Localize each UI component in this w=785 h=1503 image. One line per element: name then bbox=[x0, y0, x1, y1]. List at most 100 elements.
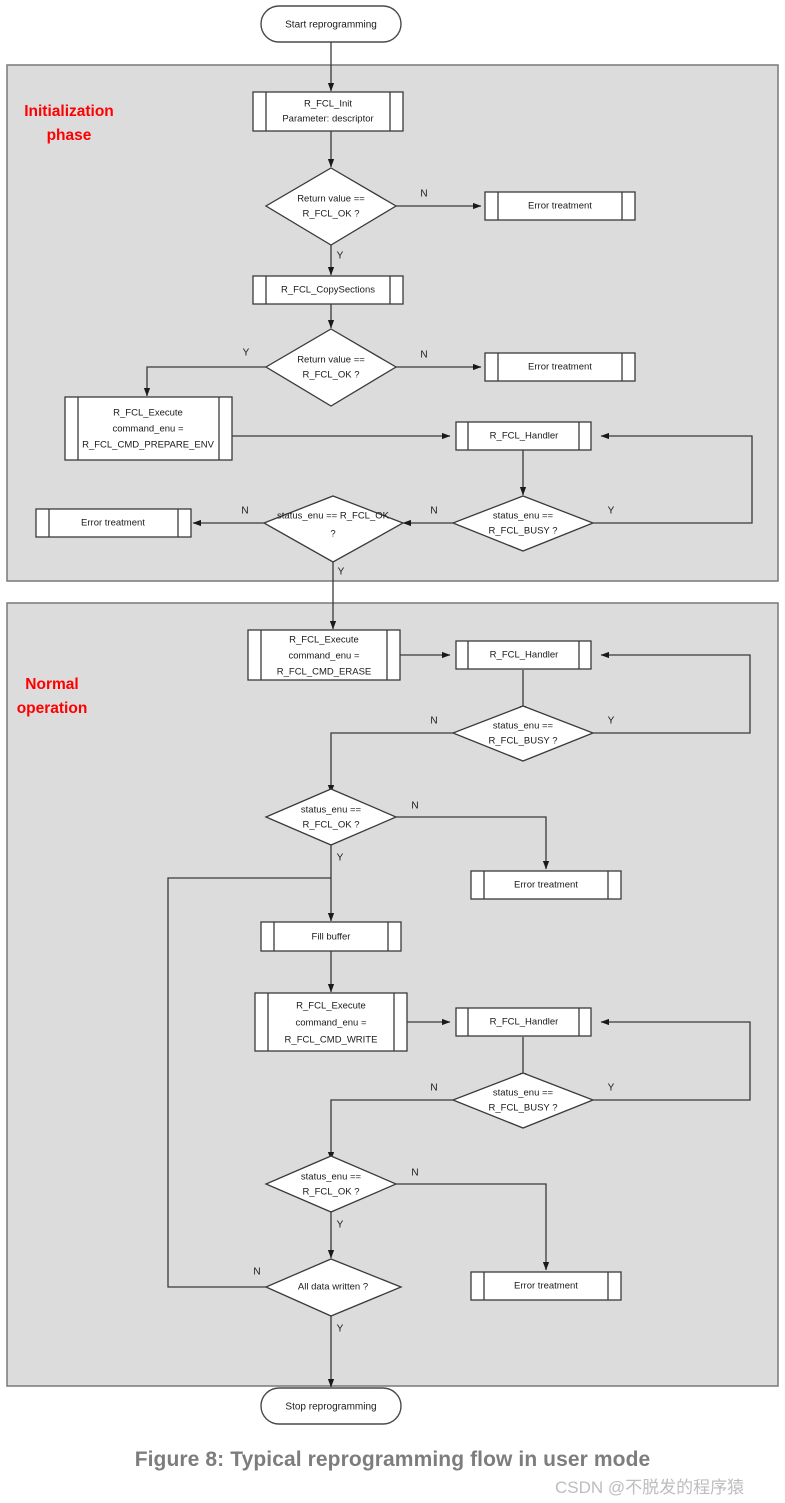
node-decision-all-data-written[interactable]: All data written ? bbox=[264, 1258, 403, 1317]
node-decision-return-ok-1-line2: R_FCL_OK ? bbox=[302, 209, 359, 220]
node-fcl-init[interactable]: R_FCL_Init Parameter: descriptor bbox=[252, 91, 404, 132]
node-stop-reprogramming[interactable]: Stop reprogramming bbox=[260, 1387, 402, 1425]
node-decision-ok-3-line1: status_enu == bbox=[301, 1172, 362, 1183]
node-decision-return-ok-1[interactable]: Return value == R_FCL_OK ? bbox=[264, 167, 398, 246]
edge-label-ok2-yes: Y bbox=[337, 853, 344, 864]
node-error-treatment-2-label: Error treatment bbox=[528, 362, 592, 373]
node-exec-write-line2: command_enu = bbox=[295, 1018, 366, 1029]
edge-busy2-yes-loop-handler2 bbox=[593, 651, 751, 734]
node-exec-erase-line2: command_enu = bbox=[288, 651, 359, 662]
node-handler-1[interactable]: R_FCL_Handler bbox=[455, 421, 592, 451]
node-exec-prepare-env-line2: command_enu = bbox=[112, 424, 183, 435]
node-decision-all-data-written-label: All data written ? bbox=[298, 1282, 368, 1293]
node-handler-3[interactable]: R_FCL_Handler bbox=[455, 1007, 592, 1037]
edge-label-ok2-no: N bbox=[411, 801, 418, 812]
edge-busy2-no-to-ok2 bbox=[327, 732, 453, 794]
node-exec-prepare-env[interactable]: R_FCL_Execute command_enu = R_FCL_CMD_PR… bbox=[64, 396, 233, 461]
node-decision-ok-1[interactable]: status_enu == R_FCL_OK ? bbox=[262, 495, 405, 563]
node-handler-2-label: R_FCL_Handler bbox=[490, 650, 559, 661]
edge-label-busy3-no: N bbox=[430, 1083, 437, 1094]
node-fcl-init-line1: R_FCL_Init bbox=[304, 99, 352, 110]
node-exec-write[interactable]: R_FCL_Execute command_enu = R_FCL_CMD_WR… bbox=[254, 992, 408, 1052]
node-start-reprogramming[interactable]: Start reprogramming bbox=[260, 5, 402, 43]
edge-label-ok3-no: N bbox=[411, 1168, 418, 1179]
edge-label-busy2-no: N bbox=[430, 716, 437, 727]
node-fill-buffer[interactable]: Fill buffer bbox=[260, 921, 402, 952]
edge-retok2-yes-to-prepareenv bbox=[143, 366, 266, 397]
edge-label-busy2-yes: Y bbox=[608, 716, 615, 727]
node-decision-busy-2-line2: R_FCL_BUSY ? bbox=[489, 736, 558, 747]
edge-label-busy1-yes: Y bbox=[608, 506, 615, 517]
node-exec-erase-line1: R_FCL_Execute bbox=[289, 635, 359, 646]
node-decision-busy-2[interactable]: status_enu == R_FCL_BUSY ? bbox=[451, 705, 595, 762]
panel-initialization-phase bbox=[6, 64, 779, 582]
node-copy-sections-label: R_FCL_CopySections bbox=[281, 285, 375, 296]
node-start-label: Start reprogramming bbox=[285, 20, 377, 31]
node-decision-busy-1-line1: status_enu == bbox=[493, 511, 554, 522]
node-error-treatment-3[interactable]: Error treatment bbox=[35, 508, 192, 538]
node-copy-sections[interactable]: R_FCL_CopySections bbox=[252, 275, 404, 305]
node-error-treatment-5[interactable]: Error treatment bbox=[470, 1271, 622, 1301]
node-decision-busy-1-line2: R_FCL_BUSY ? bbox=[489, 526, 558, 537]
edge-label-allwritten-yes: Y bbox=[337, 1324, 344, 1335]
node-exec-erase[interactable]: R_FCL_Execute command_enu = R_FCL_CMD_ER… bbox=[247, 629, 401, 681]
node-decision-busy-2-line1: status_enu == bbox=[493, 721, 554, 732]
node-decision-ok-3[interactable]: status_enu == R_FCL_OK ? bbox=[264, 1155, 398, 1213]
edge-allwritten-no-loop-fillbuffer bbox=[167, 877, 331, 1288]
node-decision-busy-3[interactable]: status_enu == R_FCL_BUSY ? bbox=[451, 1072, 595, 1129]
phase-label-initialization-line1: Initialization bbox=[24, 103, 114, 120]
node-handler-1-label: R_FCL_Handler bbox=[490, 431, 559, 442]
node-error-treatment-4[interactable]: Error treatment bbox=[470, 870, 622, 900]
node-decision-return-ok-1-line1: Return value == bbox=[297, 194, 365, 205]
edge-label-busy1-no: N bbox=[430, 506, 437, 517]
node-stop-label: Stop reprogramming bbox=[285, 1402, 376, 1413]
node-error-treatment-1-label: Error treatment bbox=[528, 201, 592, 212]
edge-busy3-no-to-ok3 bbox=[327, 1099, 453, 1161]
node-error-treatment-1[interactable]: Error treatment bbox=[484, 191, 636, 221]
edge-ok2-no-to-error4 bbox=[396, 816, 550, 870]
node-decision-busy-3-line2: R_FCL_BUSY ? bbox=[489, 1103, 558, 1114]
node-decision-ok-1-line1: status_enu == R_FCL_OK bbox=[277, 511, 390, 522]
node-error-treatment-3-label: Error treatment bbox=[81, 518, 145, 529]
edge-busy3-yes-loop-handler3 bbox=[593, 1018, 751, 1101]
edge-label-retok2-yes: Y bbox=[243, 348, 250, 359]
edge-label-ok1-no: N bbox=[241, 506, 248, 517]
node-decision-ok-3-line2: R_FCL_OK ? bbox=[302, 1187, 359, 1198]
node-decision-ok-2-line2: R_FCL_OK ? bbox=[302, 820, 359, 831]
edge-label-busy3-yes: Y bbox=[608, 1083, 615, 1094]
node-decision-return-ok-2[interactable]: Return value == R_FCL_OK ? bbox=[264, 328, 398, 407]
node-fill-buffer-label: Fill buffer bbox=[312, 932, 351, 943]
node-fcl-init-line2: Parameter: descriptor bbox=[282, 114, 373, 125]
node-decision-return-ok-2-line1: Return value == bbox=[297, 355, 365, 366]
node-decision-busy-1[interactable]: status_enu == R_FCL_BUSY ? bbox=[451, 495, 595, 552]
csdn-watermark: CSDN @不脱发的程序猿 bbox=[555, 1478, 745, 1497]
node-decision-ok-2-line1: status_enu == bbox=[301, 805, 362, 816]
edge-label-retok1-no: N bbox=[420, 189, 427, 200]
node-exec-prepare-env-line1: R_FCL_Execute bbox=[113, 408, 183, 419]
node-decision-ok-2[interactable]: status_enu == R_FCL_OK ? bbox=[264, 788, 398, 846]
node-exec-erase-line3: R_FCL_CMD_ERASE bbox=[277, 667, 372, 678]
edge-busy1-yes-loop-handler1 bbox=[593, 432, 753, 524]
edge-label-allwritten-no: N bbox=[253, 1267, 260, 1278]
edge-label-retok2-no: N bbox=[420, 350, 427, 361]
node-exec-write-line3: R_FCL_CMD_WRITE bbox=[285, 1035, 378, 1046]
edge-ok3-no-to-error5 bbox=[396, 1183, 550, 1271]
node-exec-write-line1: R_FCL_Execute bbox=[296, 1001, 366, 1012]
node-error-treatment-2[interactable]: Error treatment bbox=[484, 352, 636, 382]
edge-label-retok1-yes: Y bbox=[337, 251, 344, 262]
node-error-treatment-5-label: Error treatment bbox=[514, 1281, 578, 1292]
node-exec-prepare-env-line3: R_FCL_CMD_PREPARE_ENV bbox=[82, 440, 214, 451]
node-decision-return-ok-2-line2: R_FCL_OK ? bbox=[302, 370, 359, 381]
phase-label-initialization-line2: phase bbox=[47, 127, 92, 144]
node-error-treatment-4-label: Error treatment bbox=[514, 880, 578, 891]
node-handler-3-label: R_FCL_Handler bbox=[490, 1017, 559, 1028]
edge-label-ok3-yes: Y bbox=[337, 1220, 344, 1231]
node-decision-ok-1-line2: ? bbox=[330, 529, 335, 540]
phase-label-normal-line2: operation bbox=[17, 700, 88, 717]
node-decision-busy-3-line1: status_enu == bbox=[493, 1088, 554, 1099]
edge-label-ok1-yes: Y bbox=[338, 567, 345, 578]
phase-label-normal-line1: Normal bbox=[25, 676, 78, 693]
node-handler-2[interactable]: R_FCL_Handler bbox=[455, 640, 592, 670]
